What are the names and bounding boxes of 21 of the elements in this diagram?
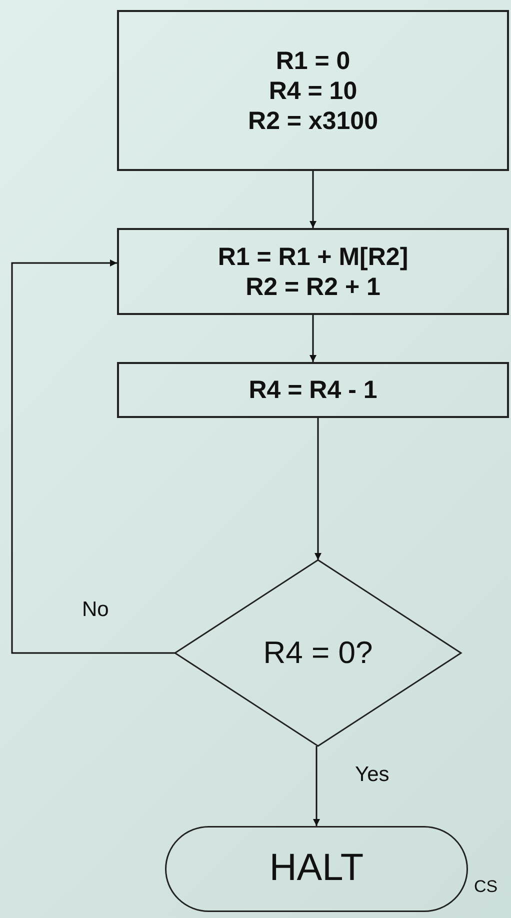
edge-label: Yes [355, 763, 390, 786]
note-text: CS [474, 878, 498, 897]
terminal-shape [165, 826, 468, 912]
node-text: R2 = R2 + 1 [246, 272, 380, 302]
node-text: R4 = 0? [263, 634, 373, 672]
process-box [117, 10, 509, 171]
node-text: R1 = R1 + M[R2] [218, 242, 408, 272]
arrow [11, 260, 175, 654]
node-text: R1 = 0 [276, 46, 350, 76]
arrow [314, 418, 322, 560]
arrow [313, 746, 320, 826]
decision-diamond [175, 560, 461, 746]
node-text: R2 = x3100 [248, 106, 378, 136]
node-text: R4 = R4 - 1 [248, 375, 378, 405]
node-text: R4 = 10 [268, 76, 358, 106]
edge-label: No [82, 598, 109, 622]
process-box [117, 362, 509, 418]
process-box [117, 228, 509, 315]
arrow [310, 315, 316, 362]
arrow [310, 171, 316, 228]
node-text: HALT [269, 846, 364, 892]
